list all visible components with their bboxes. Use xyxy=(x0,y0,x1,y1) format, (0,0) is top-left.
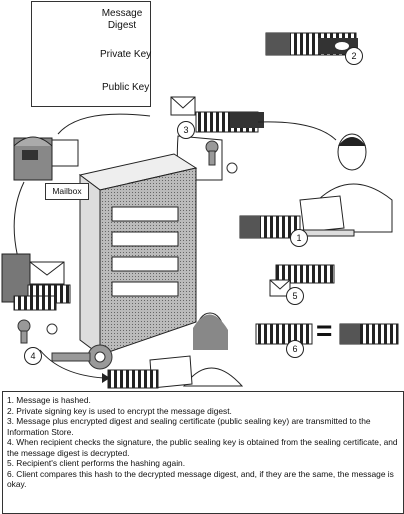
legend-private-key: Private Key xyxy=(100,49,152,60)
sender-person xyxy=(295,133,393,237)
server-icon xyxy=(78,153,198,356)
recipient-mailbox-icon xyxy=(1,253,71,311)
legend-message-digest: Message Digest xyxy=(101,8,143,31)
step-marker-4: 4 xyxy=(24,347,42,365)
received-message-5 xyxy=(269,264,335,297)
decrypt-key-icon xyxy=(17,319,113,370)
step-3: 3. Message plus encrypted digest and sea… xyxy=(7,416,371,437)
mailbox-icon xyxy=(13,136,79,181)
message-packet-icon xyxy=(170,96,264,181)
step-marker-2: 2 xyxy=(345,47,363,65)
comparison-6 xyxy=(255,323,399,345)
equals-sign: = xyxy=(316,315,333,346)
steps-list: 1. Message is hashed. 2. Private signing… xyxy=(7,395,399,490)
legend xyxy=(31,1,151,107)
recipient-person xyxy=(107,312,244,389)
step-marker-3: 3 xyxy=(177,121,195,139)
step-6: 6. Client compares this hash to the decr… xyxy=(7,468,394,490)
step-marker-6: 6 xyxy=(286,340,304,358)
encrypted-digest-icon xyxy=(265,32,358,56)
step-5: 5. Recipient's client performs the hashi… xyxy=(7,458,186,468)
step-2: 2. Private signing key is used to encryp… xyxy=(7,405,232,416)
step-4: 4. When recipient checks the signature, … xyxy=(7,437,398,458)
legend-public-key: Public Key xyxy=(102,82,150,93)
steps-box: 1. Message is hashed. 2. Private signing… xyxy=(2,391,404,514)
digest-1 xyxy=(239,215,301,239)
step-marker-1: 1 xyxy=(290,229,308,247)
step-1: 1. Message is hashed. xyxy=(7,395,91,405)
mailbox-label: Mailbox xyxy=(45,183,89,200)
step-marker-5: 5 xyxy=(286,287,304,305)
